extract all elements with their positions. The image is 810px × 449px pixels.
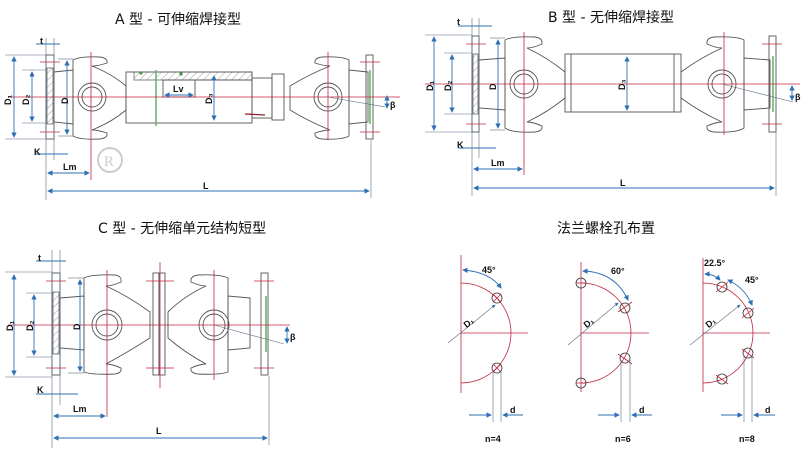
registered-mark-icon (97, 147, 123, 173)
drawing-type-c (5, 250, 290, 448)
angle-label-n8-b: 45° (745, 275, 759, 285)
d-label-n4: d (510, 405, 516, 415)
label-t-b: t (457, 17, 460, 27)
label-lv-a: Lv (173, 84, 184, 94)
d1-label-n6: D₁ (582, 315, 596, 329)
d-label-n6: d (639, 405, 645, 415)
n-label-n6: n=6 (615, 434, 631, 444)
svg-text:R: R (104, 154, 114, 170)
label-lm-c: Lm (73, 404, 87, 414)
label-d3-b: D₃ (617, 79, 627, 90)
label-beta-a: β (390, 100, 396, 110)
label-t-a: t (40, 36, 43, 46)
label-lm-b: Lm (491, 158, 505, 168)
bolt-pattern-n6 (567, 262, 652, 422)
n-label-n4: n=4 (485, 434, 501, 444)
label-l-c: L (156, 426, 162, 436)
n-label-n8: n=8 (739, 434, 755, 444)
label-k-a: K (34, 147, 41, 157)
label-lm-a: Lm (63, 162, 77, 172)
label-d1-a: D₁ (3, 95, 13, 105)
label-k-c: K (37, 385, 44, 395)
label-t-c: t (38, 253, 41, 263)
bolt-pattern-n4 (447, 255, 528, 422)
label-beta-c: β (290, 332, 296, 342)
title-bolt-layout: 法兰螺栓孔布置 (557, 221, 655, 237)
label-beta-b: β (795, 92, 801, 102)
d1-label-n4: D₁ (462, 315, 476, 329)
label-d2-a: D₂ (21, 95, 31, 106)
label-d3-a: D₃ (204, 93, 214, 104)
label-d-c: D (72, 323, 82, 330)
label-d-b: D (488, 83, 498, 90)
label-l-a: L (203, 181, 209, 191)
label-k-b: K (457, 140, 464, 150)
label-d2-b: D₂ (443, 81, 453, 92)
drawing-type-a: R (5, 38, 400, 200)
label-l-b: L (620, 178, 626, 188)
label-d-a: D (60, 97, 70, 104)
title-type-c: C 型 - 无伸缩单元结构短型 (98, 221, 267, 237)
angle-label-n4: 45° (482, 265, 496, 275)
angle-label-n8-a: 22.5° (704, 258, 726, 268)
label-d1-c: D₁ (5, 321, 15, 331)
d-label-n8: d (765, 405, 771, 415)
d1-label-n8: D₁ (704, 315, 718, 329)
label-d1-b: D₁ (425, 81, 435, 91)
label-d2-c: D₂ (25, 321, 35, 332)
title-type-a: A 型 - 可伸缩焊接型 (115, 12, 241, 28)
drawing-type-b (425, 18, 800, 196)
title-type-b: B 型 - 无伸缩焊接型 (548, 10, 675, 26)
angle-label-n6: 60° (611, 266, 625, 276)
bolt-pattern-n8 (689, 258, 775, 422)
